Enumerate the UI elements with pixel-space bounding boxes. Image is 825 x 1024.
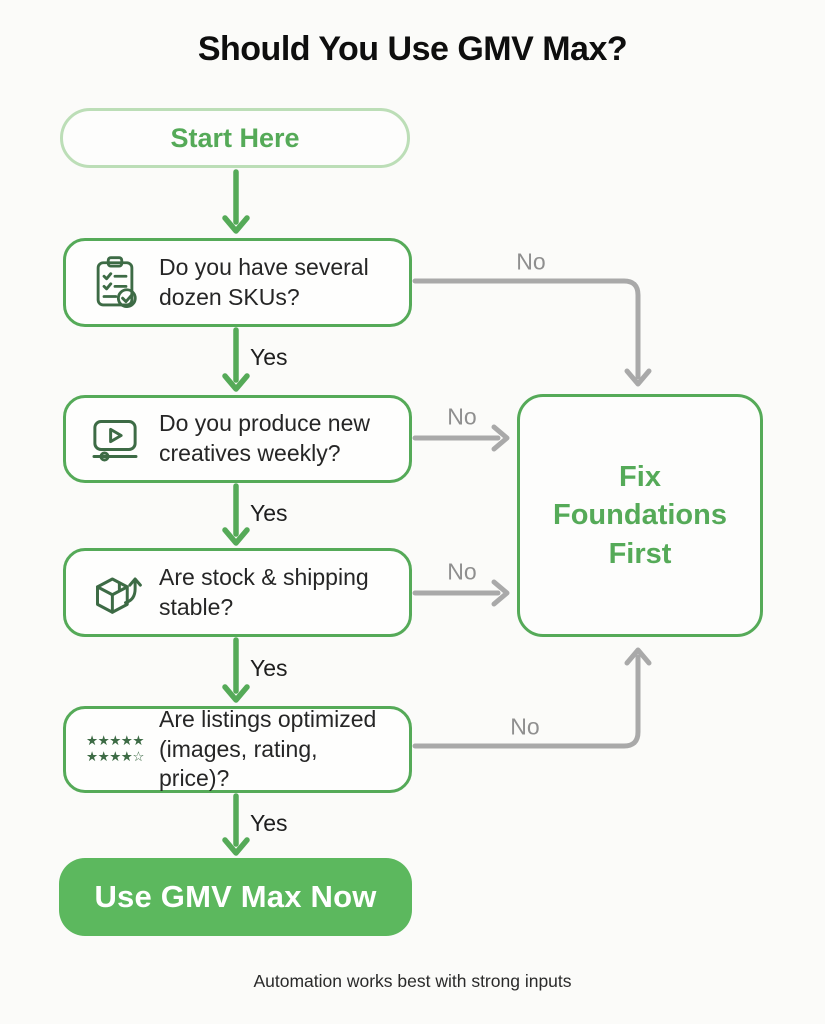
no-label-4: No [510, 713, 540, 740]
yes-arrow-2 [222, 483, 250, 546]
no-label-1: No [516, 248, 546, 275]
question-box-listings: ★★★★★ ★★★★☆ Are listings optimized (imag… [63, 706, 412, 793]
no-arrow-1 [412, 278, 652, 387]
shipping-box-icon [86, 564, 144, 622]
yes-label-3: Yes [250, 655, 288, 681]
yes-arrow-1 [222, 327, 250, 392]
stars-row-1: ★★★★★ [86, 732, 145, 749]
question-text: Are stock & shipping stable? [159, 563, 369, 620]
yes-label-4: Yes [250, 810, 288, 836]
use-gmv-max-label: Use GMV Max Now [94, 879, 377, 914]
yes-label-2: Yes [250, 500, 288, 526]
yes-arrow-3 [222, 637, 250, 703]
question-text: Are listings optimized (images, rating, … [159, 705, 377, 792]
start-arrow [222, 169, 250, 234]
stars-row-2: ★★★★☆ [86, 748, 145, 765]
video-creative-icon [86, 411, 144, 467]
use-gmv-max-node: Use GMV Max Now [59, 858, 412, 936]
fix-foundations-node: Fix Foundations First [517, 394, 763, 637]
question-text: Do you produce new creatives weekly? [159, 410, 370, 466]
start-label: Start Here [170, 122, 300, 153]
checklist-clipboard-icon [86, 252, 144, 314]
no-label-2: No [447, 403, 477, 430]
question-box-skus: Do you have several dozen SKUs? [63, 238, 412, 327]
no-label-3: No [447, 558, 477, 585]
question-box-stock: Are stock & shipping stable? [63, 548, 412, 637]
yes-label-1: Yes [250, 344, 288, 370]
fix-foundations-label: Fix Foundations First [553, 461, 727, 570]
question-box-creatives: Do you produce new creatives weekly? [63, 395, 412, 483]
star-rating-icon: ★★★★★ ★★★★☆ [86, 732, 145, 765]
footer-note: Automation works best with strong inputs [253, 971, 572, 991]
yes-arrow-4 [222, 793, 250, 856]
question-text: Do you have several dozen SKUs? [159, 253, 369, 310]
page-title: Should You Use GMV Max? [197, 30, 628, 68]
start-node: Start Here [60, 108, 410, 168]
